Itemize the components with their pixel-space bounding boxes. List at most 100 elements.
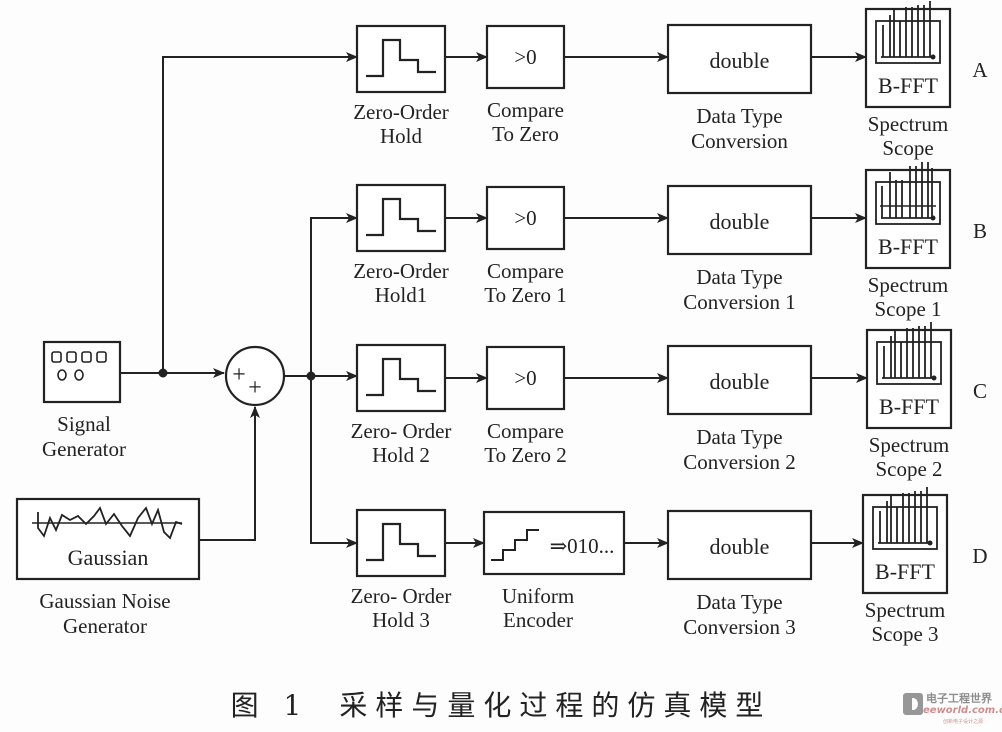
wire-sum-to-hold1: [310, 213, 358, 376]
encoder-text: ⇒010...: [550, 534, 615, 558]
wire-noise-to-sum: [199, 406, 260, 541]
knob-round: [57, 369, 67, 381]
gaussian-noise-block: [15, 497, 201, 581]
scope-label-1: Spectrum: [868, 273, 948, 297]
scope-label-1: Spectrum: [869, 433, 949, 457]
spectrum-marker: [931, 375, 937, 381]
knob-square: [51, 351, 62, 363]
zero-order-hold-label-1: Zero-Order: [353, 259, 449, 283]
spectrum-scope-block: [864, 162, 952, 270]
scope-text: B-FFT: [878, 73, 938, 98]
data-type-conversion-block: [666, 344, 813, 416]
zero-order-hold-label-2: Hold: [380, 124, 423, 148]
data-type-conversion-box: [666, 23, 813, 95]
knob-round: [74, 369, 84, 381]
watermark-sub: 创新电子设计之源: [943, 719, 984, 725]
zero-order-hold-block: [355, 183, 447, 253]
middle-label-1: Uniform: [502, 584, 574, 608]
spectrum-marker: [930, 54, 936, 60]
scope-label-2: Scope: [882, 136, 933, 160]
middle-label-2: To Zero 2: [484, 443, 567, 467]
compare-text: >0: [514, 206, 536, 230]
dtc-label-1: Data Type: [696, 425, 782, 449]
spectrum-scope-block: [864, 1, 952, 109]
scope-label-2: Scope 2: [875, 457, 942, 481]
sum-block: [224, 345, 286, 407]
uniform-encoder-box: [482, 510, 626, 576]
spectrum-marker: [930, 215, 936, 221]
compare-text: >0: [514, 366, 536, 390]
signal-wires: [120, 52, 868, 548]
watermark-logo: 电子工程世界 eeworld.com.cn 创新电子设计之源: [903, 690, 1002, 728]
dtc-label-2: Conversion: [691, 129, 788, 153]
scope-label-1: Spectrum: [868, 112, 948, 136]
scope-label-2: Scope 3: [871, 622, 938, 646]
eeworld-logo-icon: [903, 693, 923, 715]
dtc-label-2: Conversion 3: [683, 615, 796, 639]
wire-sum-to-hold3: [310, 376, 358, 548]
middle-label-1: Compare: [487, 419, 564, 443]
knob-square: [81, 351, 92, 363]
data-type-conversion-box: [666, 509, 813, 581]
caption-number: 图 1: [230, 689, 310, 722]
data-type-conversion-box: [666, 184, 813, 256]
gaussian-block-text: Gaussian: [68, 545, 149, 570]
spectrum-scope-block: [865, 322, 953, 430]
zero-order-hold-label-1: Zero- Order: [351, 419, 452, 443]
zero-order-hold-label-1: Zero-Order: [353, 100, 449, 124]
scope-text: B-FFT: [878, 234, 938, 259]
sum-icon: [224, 345, 286, 407]
zero-order-hold-icon: [366, 38, 436, 78]
dtc-label-1: Data Type: [696, 265, 782, 289]
wire-signal-to-hold: [162, 52, 358, 373]
zero-order-hold-label-2: Hold 3: [372, 608, 430, 632]
caption-title: 采样与量化过程的仿真模型: [339, 689, 772, 722]
gaussian-label-2: Generator: [63, 614, 147, 638]
zero-order-hold-label-2: Hold 2: [372, 443, 430, 467]
row-letter-d: D: [972, 544, 987, 568]
dtc-text: double: [710, 369, 770, 394]
watermark-cn: 电子工程世界: [926, 692, 992, 705]
compare-text: >0: [514, 45, 536, 69]
middle-label-2: Encoder: [503, 608, 573, 632]
signal-generator-icon: [51, 351, 107, 381]
signal-generator-label-2: Generator: [42, 437, 126, 461]
spectrum-bars-icon: [881, 162, 933, 218]
compare-to-zero-block: [485, 185, 566, 251]
sum-sign-1: +: [232, 362, 246, 388]
zero-order-hold-block: [355, 508, 447, 578]
zero-order-hold-icon: [366, 357, 436, 397]
compare-to-zero-block: [485, 345, 566, 411]
spectrum-bars-icon: [882, 1, 931, 57]
spectrum-bars-icon: [879, 487, 928, 543]
zero-order-hold-icon: [366, 197, 436, 237]
spectrum-scope-block: [861, 487, 949, 595]
row-c: [355, 322, 953, 430]
spectrum-bars-icon: [883, 322, 932, 378]
dtc-text: double: [710, 209, 770, 234]
zero-order-hold-block: [355, 24, 447, 94]
knob-square: [66, 351, 77, 363]
noise-waveform-icon: [37, 506, 183, 540]
data-type-conversion-block: [666, 184, 813, 256]
zero-order-hold-label-1: Zero- Order: [351, 584, 452, 608]
signal-generator-block: [42, 340, 122, 404]
scope-label-1: Spectrum: [865, 598, 945, 622]
compare-box: [485, 185, 566, 251]
middle-label-1: Compare: [487, 98, 564, 122]
compare-box: [485, 24, 566, 90]
row-a: [355, 1, 952, 109]
spectrum-marker: [927, 540, 933, 546]
dtc-label-2: Conversion 2: [683, 450, 796, 474]
gaussian-noise-box: [15, 497, 201, 581]
row-b: [355, 162, 952, 270]
row-d: [355, 487, 949, 595]
watermark-en: eeworld.com.cn: [923, 705, 1002, 716]
dtc-label-1: Data Type: [696, 590, 782, 614]
sum-sign-2: +: [248, 375, 262, 401]
zero-order-hold-label-2: Hold1: [375, 283, 428, 307]
zero-order-hold-icon: [366, 522, 436, 562]
middle-label-1: Compare: [487, 259, 564, 283]
